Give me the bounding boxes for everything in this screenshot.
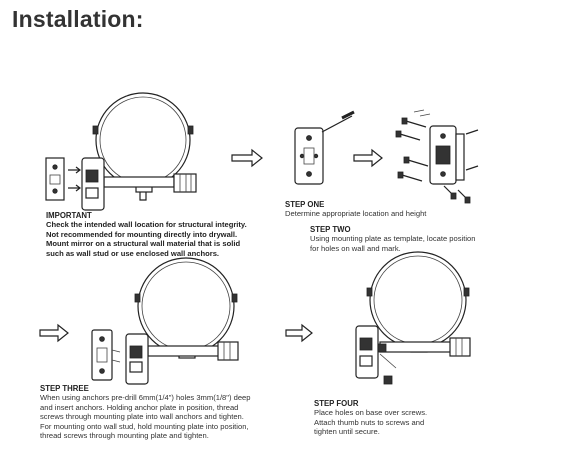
step-one: STEP ONE Determine appropriate location … xyxy=(285,200,485,219)
mirror-illustration-important xyxy=(45,92,197,211)
arrow-right-icon xyxy=(285,323,313,343)
screws-illustration xyxy=(395,109,479,204)
arrow-right-icon xyxy=(231,148,263,168)
page-title: Installation: xyxy=(12,6,144,32)
step-two-body: Using mounting plate as template, locate… xyxy=(310,234,476,253)
mirror-illustration-step-four xyxy=(355,251,471,385)
step-three: STEP THREE When using anchors pre-drill … xyxy=(40,384,280,441)
step-one-body: Determine appropriate location and heigh… xyxy=(285,209,427,218)
step-four-body: Place holes on base over screws. Attach … xyxy=(314,408,428,437)
arrow-right-icon xyxy=(39,323,69,343)
important-heading: IMPORTANT xyxy=(46,211,92,220)
step-three-body: When using anchors pre-drill 6mm(1/4") h… xyxy=(40,393,251,441)
mounting-plate-illustration-step-three xyxy=(91,329,121,381)
important-body: Check the intended wall location for str… xyxy=(46,220,247,258)
mounting-plate-illustration-step-one xyxy=(294,127,324,185)
important-note: IMPORTANT Check the intended wall locati… xyxy=(46,211,276,258)
step-four: STEP FOUR Place holes on base over screw… xyxy=(314,399,514,437)
screwdriver-illustration xyxy=(321,110,355,133)
step-two-heading: STEP TWO xyxy=(310,225,351,234)
arrow-right-icon xyxy=(353,148,383,168)
step-one-heading: STEP ONE xyxy=(285,200,325,209)
step-two: STEP TWO Using mounting plate as templat… xyxy=(310,225,530,253)
step-four-heading: STEP FOUR xyxy=(314,399,359,408)
mirror-illustration-step-three xyxy=(125,257,239,385)
step-three-heading: STEP THREE xyxy=(40,384,89,393)
